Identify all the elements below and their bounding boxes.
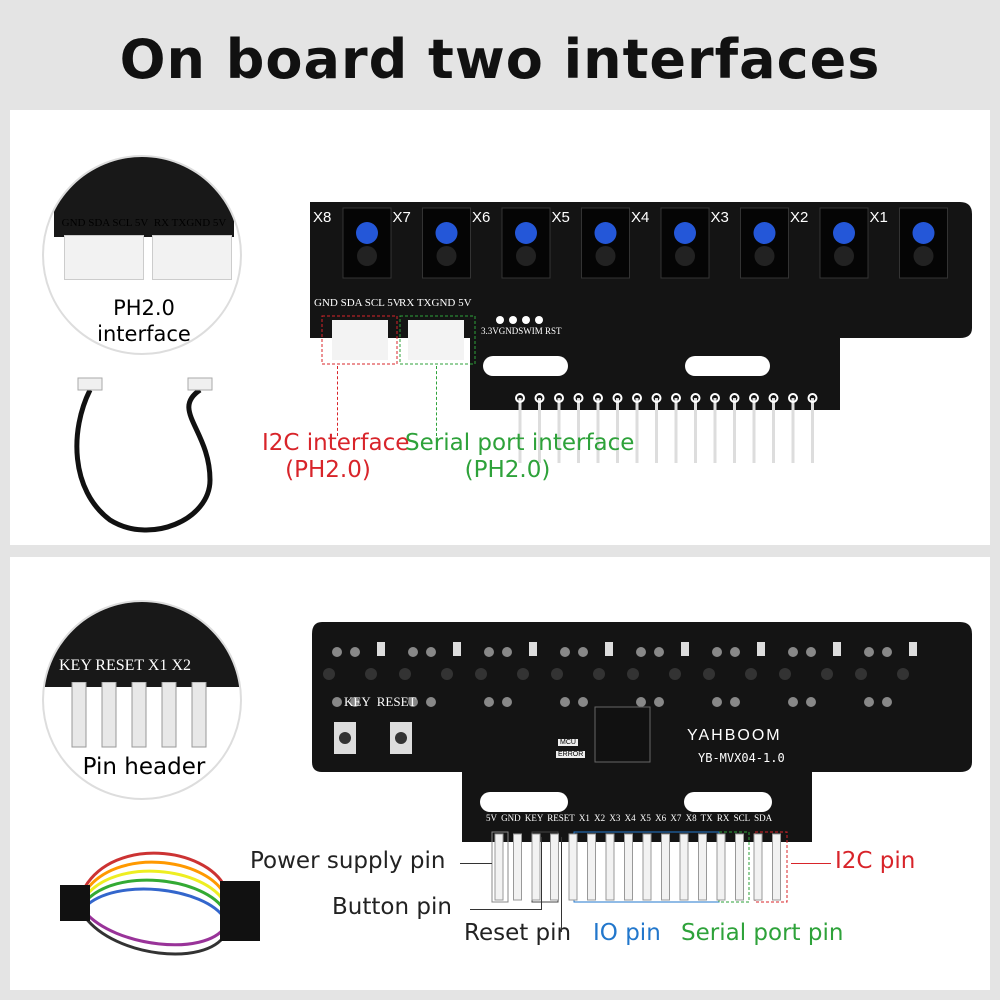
header-pin <box>587 833 596 901</box>
sensor-label-x5: X5 <box>551 209 570 226</box>
ir-sensor <box>422 207 471 279</box>
ir-sensor <box>501 207 551 279</box>
sensor-board-top <box>310 202 972 463</box>
io-pin-label: IO pin <box>593 920 661 946</box>
sensor-label-x7: X7 <box>392 209 411 226</box>
ir-sensor <box>740 207 789 279</box>
inset-label-pin-header: Pin header <box>82 754 206 780</box>
i2c-pin-label: I2C pin <box>835 848 916 874</box>
header-pin-labels: 5V GND KEY RESET X1 X2 X3 X4 X5 X6 X7 X8… <box>486 813 773 823</box>
pin-header-inset: KEY RESET X1 X2 Pin header <box>42 600 242 800</box>
i2c-interface-label: I2C interface <box>262 430 410 456</box>
reset-pin-label: Reset pin <box>464 920 572 946</box>
header-pin <box>568 833 578 901</box>
inset-serial-pins: RX TXGND 5V <box>153 217 227 229</box>
header-pin <box>753 833 763 901</box>
power-supply-pin-label: Power supply pin <box>250 848 446 874</box>
model-number: YB-MVX04-1.0 <box>698 751 785 765</box>
brand-logo: YAHBOOM <box>687 727 782 744</box>
serial-interface-label: Serial port interface <box>405 430 635 456</box>
header-pin <box>531 833 541 901</box>
button-pin-label: Button pin <box>332 894 452 920</box>
header-pin <box>605 833 615 901</box>
ph2-cable-image <box>74 377 213 533</box>
header-pin <box>679 833 689 901</box>
sensor-board-bottom <box>312 622 972 903</box>
ir-sensor <box>899 207 948 279</box>
inset-label-ph2: PH2.0 <box>113 296 175 320</box>
header-pin <box>735 833 744 901</box>
mcu-led-label: MCU <box>558 739 578 746</box>
header-pin <box>698 833 707 901</box>
sensor-label-x8: X8 <box>313 209 332 226</box>
ir-sensor <box>660 207 710 279</box>
header-pin <box>772 833 781 901</box>
i2c-interface-sub: (PH2.0) <box>285 457 371 483</box>
sensor-label-x4: X4 <box>631 209 650 226</box>
inset-header-pins: KEY RESET X1 X2 <box>59 657 191 674</box>
interfaces-panel: GND SDA SCL 5V RX TXGND 5V PH2.0 interfa… <box>10 110 990 545</box>
header-pin <box>716 833 726 901</box>
debug-pins: 3.3VGNDSWIM RST <box>481 326 562 336</box>
ph2-inset: GND SDA SCL 5V RX TXGND 5V PH2.0 interfa… <box>42 155 242 355</box>
board-serial-pins: RX TXGND 5V <box>399 297 472 309</box>
header-pin <box>494 833 504 901</box>
serial-interface-sub: (PH2.0) <box>464 457 551 483</box>
error-led-label: ERROR <box>556 751 586 758</box>
key-reset-labels: KEY RESET <box>344 694 417 709</box>
ir-sensor <box>342 207 392 279</box>
header-pin <box>642 833 652 901</box>
dupont-cable-image <box>60 851 260 956</box>
inset-label-interface: interface <box>97 322 191 346</box>
serial-port-pin-label: Serial port pin <box>681 920 844 946</box>
pin-header-panel: KEY RESET X1 X2 Pin header KEY RESET YAH… <box>10 557 990 990</box>
board-i2c-pins: GND SDA SCL 5V <box>314 297 401 309</box>
ir-sensor <box>581 207 630 279</box>
ir-sensor <box>819 207 869 279</box>
sensor-label-x1: X1 <box>869 209 888 226</box>
sensor-label-x3: X3 <box>710 209 729 226</box>
sensor-label-x6: X6 <box>472 209 491 226</box>
header-pin <box>661 833 670 901</box>
sensor-label-x2: X2 <box>790 209 809 226</box>
header-pin <box>624 833 633 901</box>
header-pin <box>513 833 522 901</box>
page-title: On board two interfaces <box>119 28 881 91</box>
header-pin <box>550 833 559 901</box>
inset-i2c-pins: GND SDA SCL 5V <box>61 217 149 229</box>
